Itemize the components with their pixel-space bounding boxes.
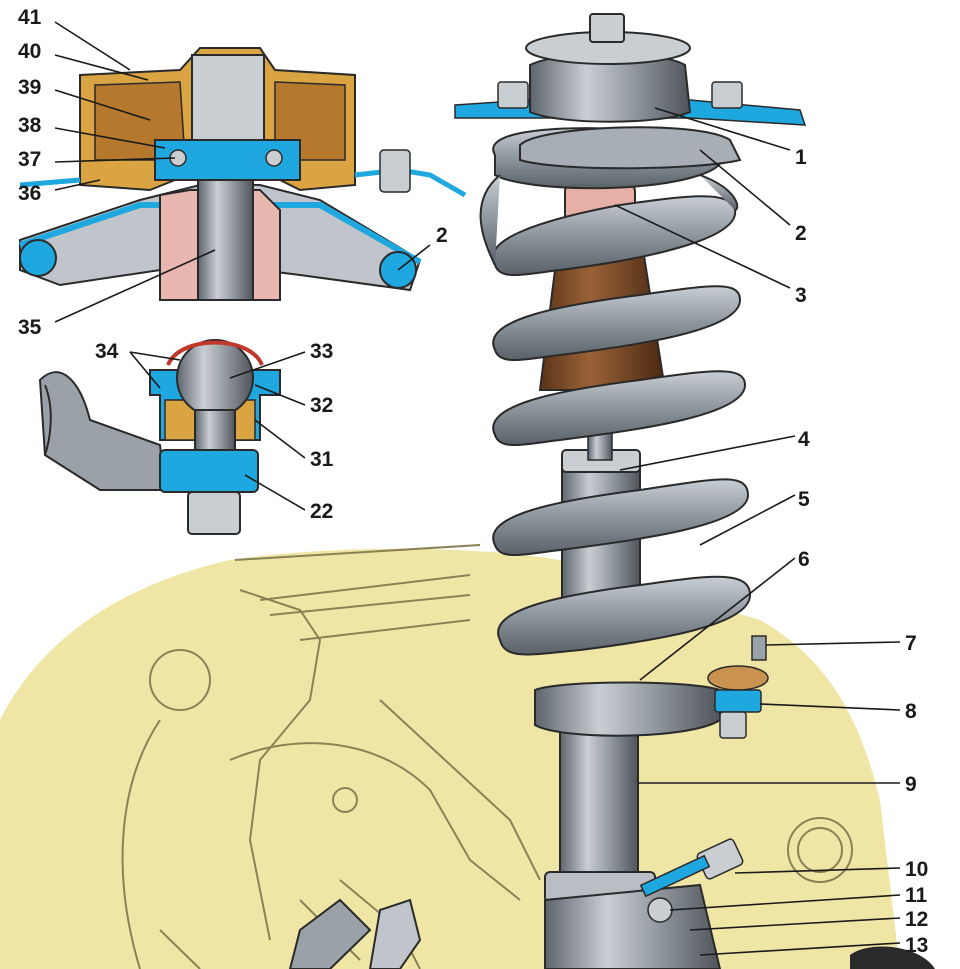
ball-joint-cutaway <box>38 339 281 535</box>
label-34: 34 <box>95 340 119 363</box>
label-22: 22 <box>310 500 333 523</box>
leader-lines <box>54 21 901 956</box>
label-37: 37 <box>18 148 41 171</box>
label-1: 1 <box>795 146 807 169</box>
label-40: 40 <box>18 40 41 63</box>
label-7: 7 <box>905 632 917 655</box>
label-5: 5 <box>798 488 810 511</box>
label-38: 38 <box>18 114 42 137</box>
upper-spring-seat <box>519 126 742 170</box>
label-2-inset: 2 <box>436 224 448 247</box>
label-41: 41 <box>18 6 42 29</box>
mount-nuts <box>497 81 743 109</box>
label-11: 11 <box>905 884 928 907</box>
label-3: 3 <box>795 284 807 307</box>
stabilizer-link <box>707 635 769 739</box>
label-6: 6 <box>798 548 810 571</box>
label-2: 2 <box>795 222 807 245</box>
label-13: 13 <box>905 934 928 957</box>
label-35: 35 <box>18 316 42 339</box>
label-31: 31 <box>310 448 334 471</box>
strut-knuckle <box>544 883 722 969</box>
mount-cutaway <box>19 47 467 301</box>
lower-bracket-shapes <box>288 898 935 969</box>
label-32: 32 <box>310 394 333 417</box>
knuckle-bolt <box>639 838 744 923</box>
label-12: 12 <box>905 908 928 931</box>
top-nut <box>589 13 625 43</box>
label-36: 36 <box>18 182 41 205</box>
body-panel-background <box>0 548 900 969</box>
lower-spring-seat <box>534 681 721 737</box>
label-8: 8 <box>905 700 917 723</box>
label-39: 39 <box>18 76 41 99</box>
label-4: 4 <box>798 428 810 451</box>
label-33: 33 <box>310 340 333 363</box>
label-9: 9 <box>905 773 917 796</box>
label-10: 10 <box>905 858 928 881</box>
